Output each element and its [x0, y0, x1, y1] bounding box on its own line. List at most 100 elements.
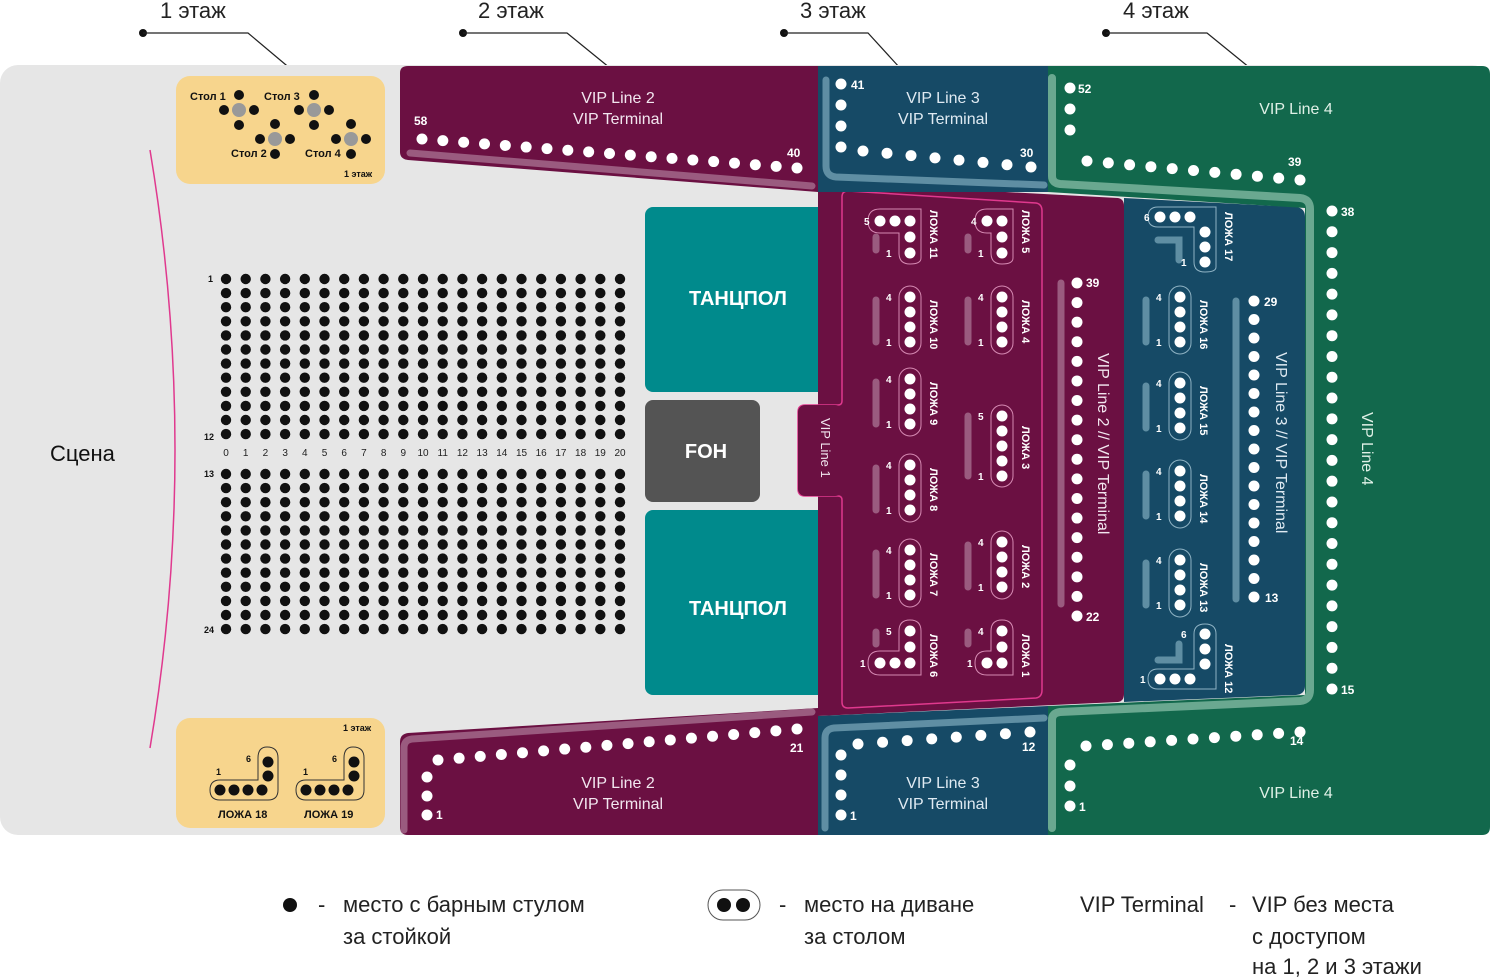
table-seat[interactable] — [346, 149, 356, 159]
vip-line-2-bottom[interactable]: VIP Line 2 VIP Terminal 1 21 — [400, 708, 818, 835]
parterre-seat[interactable] — [417, 623, 429, 635]
parterre-seat[interactable] — [595, 525, 606, 536]
parterre-seat[interactable] — [417, 468, 429, 480]
parterre-seat[interactable] — [378, 623, 389, 635]
vip3-seat[interactable] — [1248, 351, 1260, 362]
parterre-seat[interactable] — [437, 302, 448, 313]
table-seat[interactable] — [309, 120, 319, 130]
parterre-seat[interactable] — [536, 330, 547, 341]
box-seat[interactable] — [262, 770, 274, 782]
parterre-seat[interactable] — [398, 273, 409, 285]
parterre-seat[interactable] — [398, 581, 409, 592]
vip3-seat[interactable] — [835, 120, 847, 132]
parterre-seat[interactable] — [279, 414, 291, 426]
parterre-seat[interactable] — [575, 511, 586, 522]
box-seat[interactable] — [228, 784, 240, 796]
parterre-seat[interactable] — [476, 468, 488, 480]
parterre-seat[interactable] — [299, 287, 310, 299]
parterre-seat[interactable] — [378, 595, 389, 607]
parterre-seat[interactable] — [417, 414, 429, 426]
vip3-seat[interactable] — [977, 156, 989, 168]
vip4-seat[interactable] — [1251, 729, 1263, 741]
parterre-seat[interactable] — [417, 539, 429, 550]
parterre-seat[interactable] — [536, 511, 547, 522]
parterre-seat[interactable] — [595, 511, 606, 522]
table-seat[interactable] — [294, 105, 304, 115]
box-seat[interactable] — [1174, 392, 1186, 404]
vip2-seat[interactable] — [1071, 571, 1083, 583]
box-seat[interactable] — [314, 784, 326, 796]
vip2-seat[interactable] — [499, 139, 511, 151]
parterre-seat[interactable] — [516, 344, 527, 355]
box-seat[interactable] — [996, 566, 1008, 578]
parterre-seat[interactable] — [496, 468, 507, 480]
box-seat[interactable] — [1199, 256, 1211, 268]
vip3-seat[interactable] — [999, 728, 1011, 740]
parterre-seat[interactable] — [378, 330, 389, 341]
parterre-seat[interactable] — [555, 553, 567, 564]
parterre-seat[interactable] — [240, 539, 251, 550]
vip2-seat[interactable] — [728, 728, 740, 740]
vip2-seat[interactable] — [1071, 473, 1083, 485]
parterre-seat[interactable] — [319, 609, 330, 621]
parterre-seat[interactable] — [378, 581, 389, 592]
vip3-seat[interactable] — [1248, 517, 1260, 529]
vip4-seat[interactable] — [1326, 579, 1338, 591]
vip4-seat[interactable] — [1064, 82, 1076, 94]
parterre-seat[interactable] — [457, 358, 468, 369]
parterre-seat[interactable] — [536, 358, 547, 369]
table-seat[interactable] — [249, 105, 259, 115]
parterre-seat[interactable] — [437, 386, 448, 397]
parterre-seat[interactable] — [279, 623, 291, 635]
parterre-seat[interactable] — [457, 525, 468, 536]
vip-line-1[interactable]: VIP Line 1 — [798, 405, 842, 496]
parterre-seat[interactable] — [595, 302, 606, 313]
parterre-seat[interactable] — [398, 525, 409, 536]
parterre-seat[interactable] — [536, 400, 547, 412]
parterre-seat[interactable] — [496, 316, 507, 327]
box-seat[interactable] — [1174, 584, 1186, 596]
vip4-seat[interactable] — [1187, 733, 1199, 745]
vip4-seat[interactable] — [1123, 737, 1135, 749]
vip4-seat[interactable] — [1326, 247, 1338, 259]
parterre-seat[interactable] — [339, 539, 350, 550]
box-seat[interactable] — [1169, 211, 1181, 223]
parterre-seat[interactable] — [457, 623, 468, 635]
parterre-seat[interactable] — [614, 344, 626, 355]
parterre-seat[interactable] — [536, 497, 547, 508]
parterre-seat[interactable] — [319, 595, 330, 607]
parterre-seat[interactable] — [319, 287, 330, 299]
parterre-seat[interactable] — [595, 273, 606, 285]
parterre-seat[interactable] — [299, 525, 310, 536]
parterre-seat[interactable] — [279, 595, 291, 607]
parterre-seat[interactable] — [378, 553, 389, 564]
parterre-seat[interactable] — [614, 497, 626, 508]
parterre-seat[interactable] — [595, 539, 606, 550]
box-seat[interactable] — [996, 231, 1008, 243]
parterre-seat[interactable] — [240, 330, 251, 341]
box-seat[interactable] — [904, 589, 916, 601]
parterre-seat[interactable] — [614, 302, 626, 313]
box-seat[interactable] — [1174, 599, 1186, 611]
vip3-seat[interactable] — [1248, 443, 1260, 455]
vip3-seat[interactable] — [975, 729, 987, 741]
parterre-seat[interactable] — [496, 623, 507, 635]
vip4-seat[interactable] — [1326, 226, 1338, 238]
parterre-seat[interactable] — [555, 273, 567, 285]
parterre-seat[interactable] — [496, 511, 507, 522]
vip4-seat[interactable] — [1081, 155, 1093, 167]
parterre-seat[interactable] — [279, 581, 291, 592]
parterre-seat[interactable] — [516, 553, 527, 564]
parterre-seat[interactable] — [319, 623, 330, 635]
parterre-seat[interactable] — [457, 497, 468, 508]
box-seat[interactable] — [904, 459, 916, 471]
parterre-seat[interactable] — [299, 468, 310, 480]
parterre-seat[interactable] — [279, 287, 291, 299]
parterre-seat[interactable] — [319, 553, 330, 564]
parterre-seat[interactable] — [555, 525, 567, 536]
parterre-seat[interactable] — [614, 623, 626, 635]
vip-line-4[interactable]: VIP Line 4 VIP Line 4 VIP Line 4 52 39 3… — [1048, 66, 1490, 835]
